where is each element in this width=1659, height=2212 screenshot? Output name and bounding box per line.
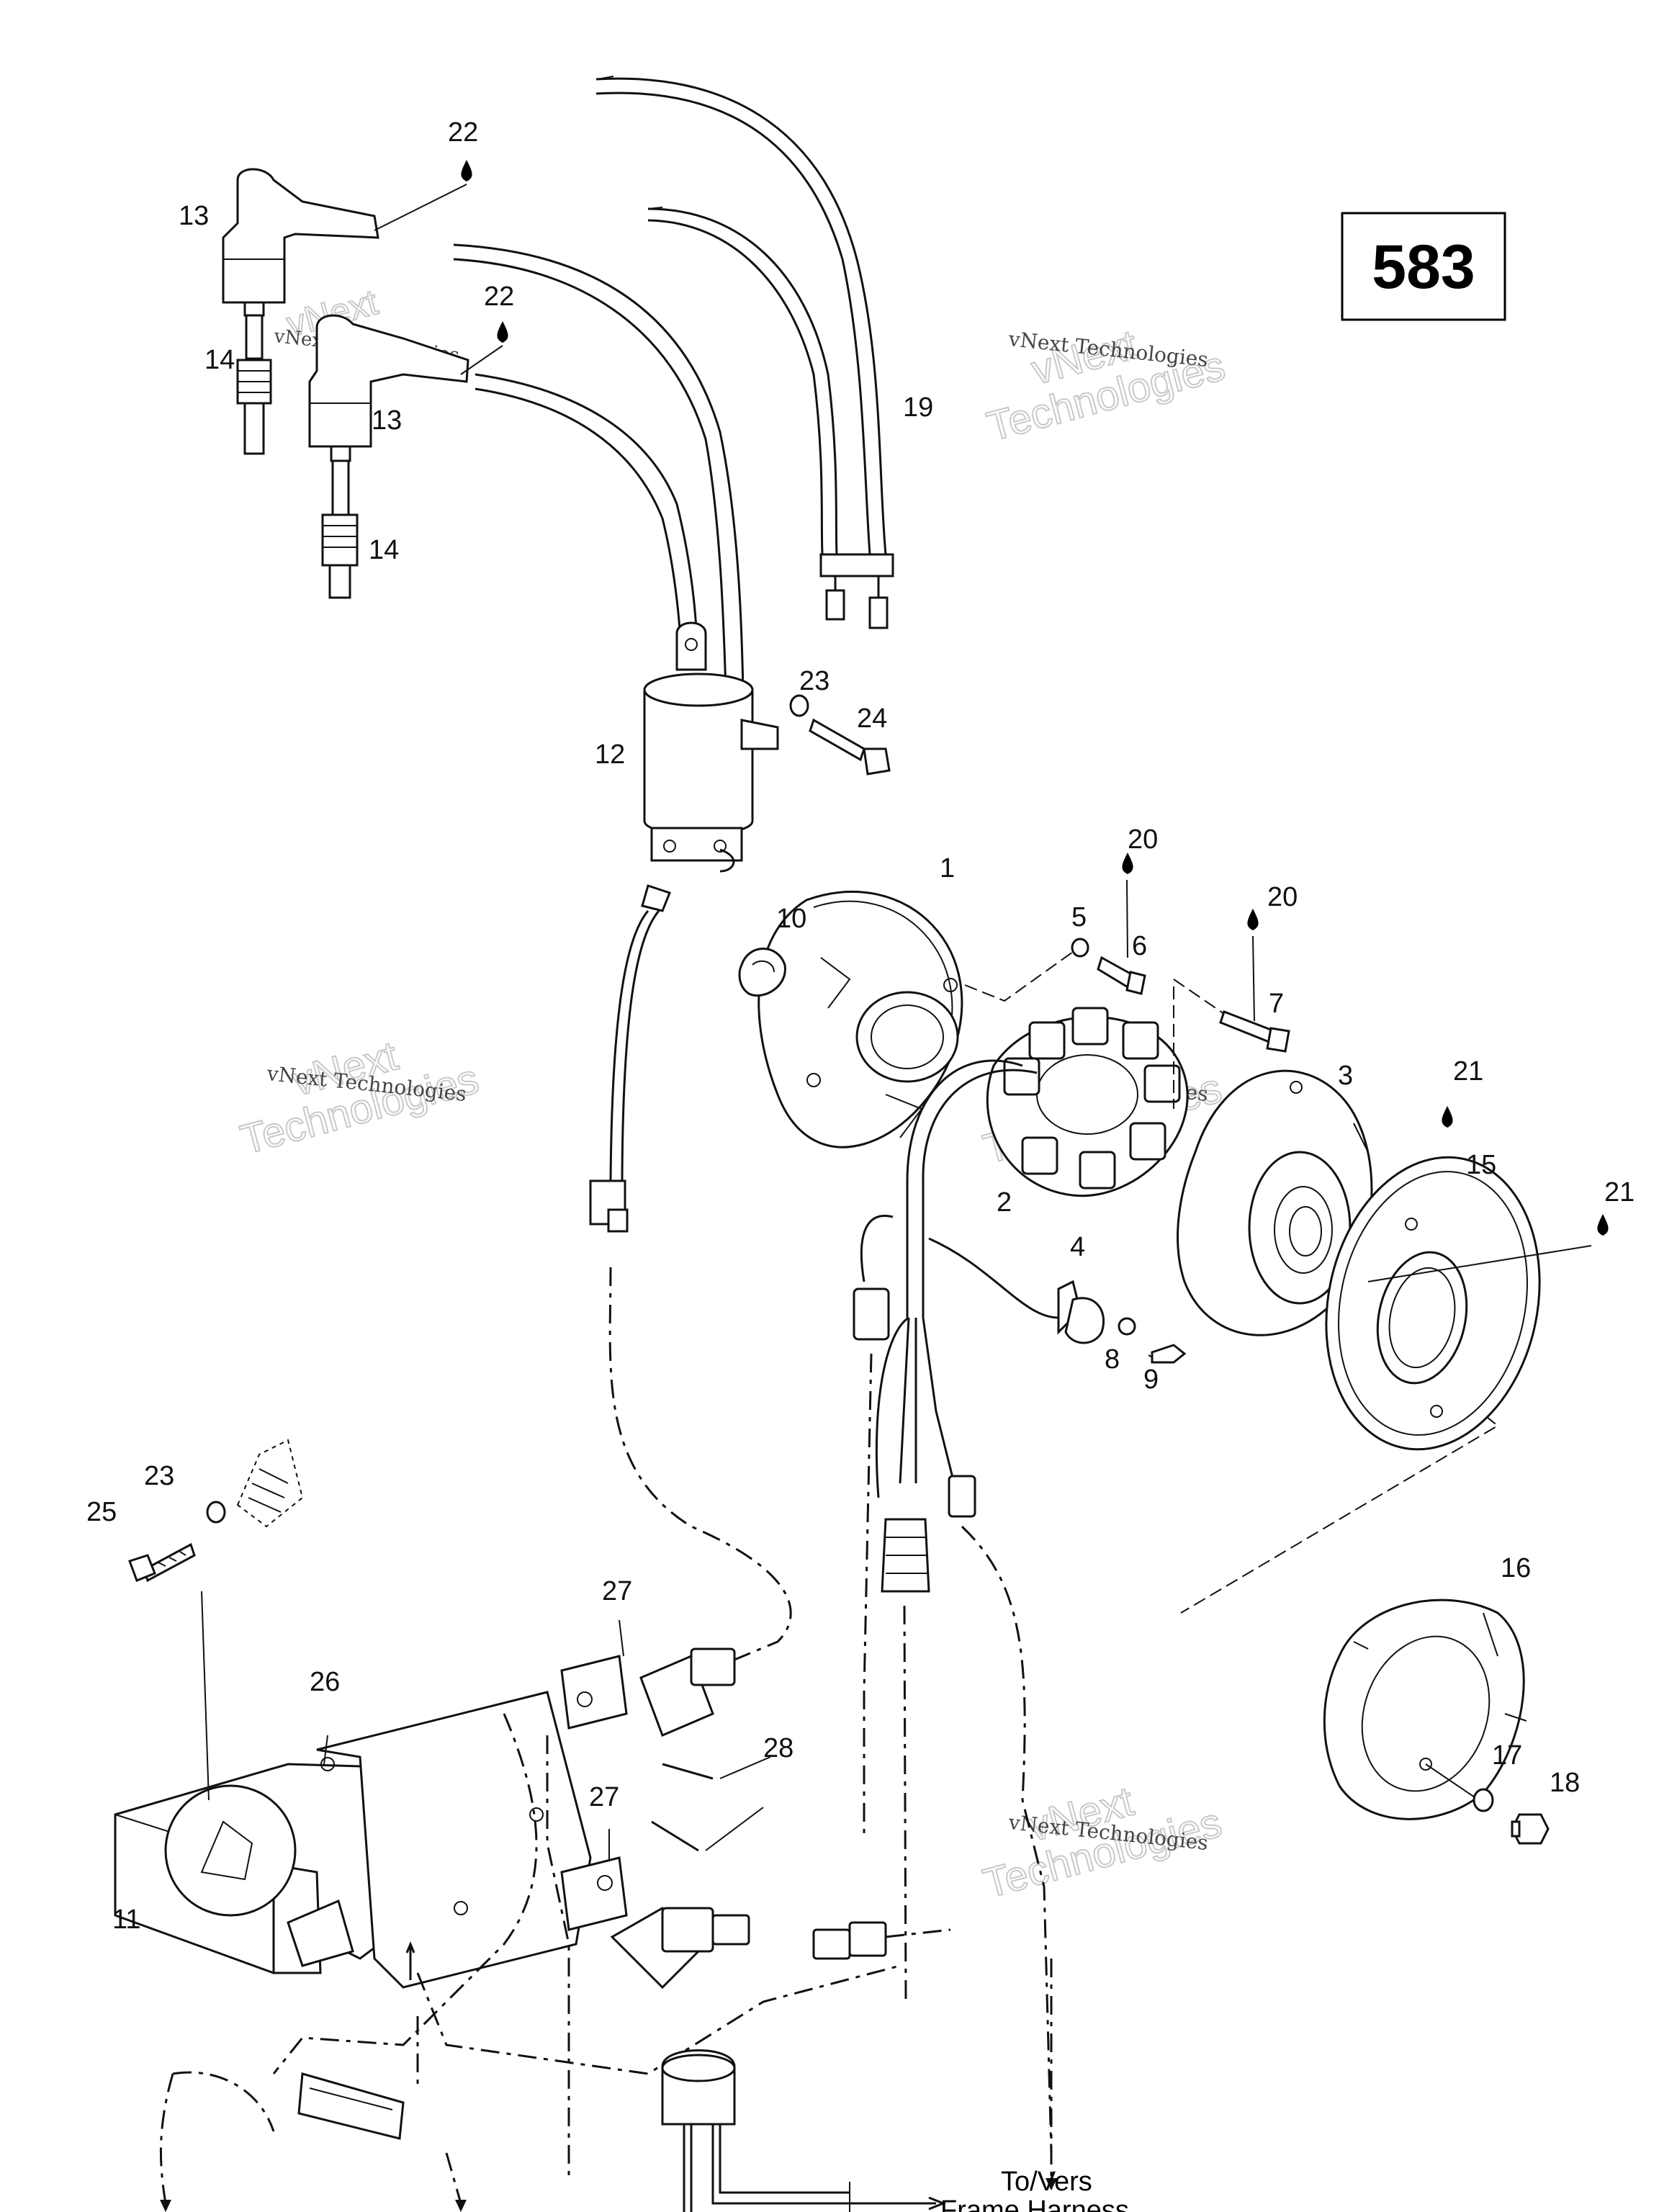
callout-17: 17: [1492, 1740, 1522, 1771]
starter-cup: [1323, 1599, 1527, 1820]
connector-holder-upper: [560, 1619, 628, 1730]
callout-19: 19: [903, 392, 933, 423]
main-harness-connector: [661, 2049, 947, 2212]
connector-lower: [610, 1907, 750, 1990]
callout-27-a: 27: [602, 1576, 632, 1606]
callout-18: 18: [1550, 1768, 1580, 1798]
callout-5: 5: [1071, 902, 1087, 932]
callout-1: 1: [940, 853, 955, 884]
spark-plug-lower: [321, 459, 359, 599]
harness-routing-dashed: [159, 1713, 1053, 2204]
arrow-down-icon: [160, 2178, 1057, 2212]
callout-13-upper: 13: [179, 201, 209, 231]
connector-upper: [639, 1647, 736, 1737]
callout-24: 24: [857, 703, 887, 734]
callout-27-b: 27: [589, 1782, 619, 1812]
callout-12: 12: [595, 739, 625, 770]
callout-6: 6: [1132, 931, 1147, 961]
spark-plug-cap-upper: [222, 168, 379, 317]
callout-21-a: 21: [1453, 1056, 1483, 1087]
callout-2: 2: [997, 1187, 1012, 1218]
spark-plug-cap-lower: [308, 314, 469, 462]
washer-8: [1118, 1317, 1136, 1336]
callout-labels: 1 2 3 4 5 6 7 8 9 10 11 12 13 13 14 14 1…: [86, 117, 1635, 1935]
callout-23-b: 23: [144, 1461, 174, 1491]
callout-3: 3: [1338, 1061, 1353, 1091]
engine-label-box: 583: [1341, 212, 1506, 321]
trigger-coil: [1057, 1280, 1105, 1344]
callout-20-b: 20: [1267, 882, 1298, 912]
mounting-bracket: [236, 1439, 304, 1528]
connector-mid: [812, 1921, 951, 1960]
coil-washer: [789, 694, 809, 717]
destination-line-1: To/Vers: [1001, 2167, 1092, 2197]
washer-23-left: [206, 1501, 226, 1524]
callout-13-lower: 13: [372, 405, 402, 436]
spark-plug-upper: [236, 314, 272, 455]
coil-bolt: [809, 718, 891, 775]
callout-15: 15: [1466, 1150, 1496, 1180]
grommet: [738, 948, 786, 997]
washer-17: [1425, 1763, 1494, 1812]
callout-28: 28: [763, 1733, 793, 1763]
callout-26: 26: [310, 1667, 340, 1697]
coil-lead-wire: [589, 910, 792, 1679]
terminal-pins-28: [651, 1756, 771, 1852]
ignition-coil: [641, 621, 779, 912]
callout-7: 7: [1269, 989, 1284, 1019]
destination-line-2: Frame Harness: [940, 2195, 1129, 2212]
callout-22-b: 22: [484, 282, 514, 312]
screw-6: [1097, 879, 1146, 995]
callout-20-a: 20: [1128, 824, 1158, 855]
stator: [986, 1007, 1189, 1197]
callout-21-b: 21: [1604, 1177, 1635, 1208]
callout-23-a: 23: [799, 666, 830, 696]
callout-16: 16: [1501, 1553, 1531, 1583]
callout-11: 11: [112, 1905, 140, 1935]
callout-14-lower: 14: [369, 535, 399, 565]
flywheel: [1177, 1069, 1373, 1336]
stator-plate: [757, 891, 963, 1148]
screw-7: [1219, 935, 1290, 1053]
relay-module: [297, 2072, 405, 2140]
callout-14-upper: 14: [204, 345, 235, 375]
callout-8: 8: [1105, 1344, 1120, 1375]
bolt-18: [1511, 1813, 1550, 1845]
grease-drop-icon: [374, 160, 1609, 1236]
callout-10: 10: [776, 904, 806, 934]
callout-9: 9: [1143, 1364, 1159, 1395]
connector-holder-lower: [560, 1829, 628, 1931]
high-tension-wires: [453, 76, 894, 692]
mounting-plate: [316, 1691, 592, 1989]
ring-gear: [1325, 1156, 1592, 1451]
callout-4: 4: [1070, 1232, 1085, 1262]
engine-label: 583: [1372, 233, 1475, 302]
bolt-25: [128, 1542, 196, 1583]
washer-5: [1071, 938, 1089, 958]
stator-harness: [853, 1059, 1059, 2154]
callout-25: 25: [86, 1497, 117, 1527]
callout-22-a: 22: [448, 117, 478, 148]
screw-9: [1148, 1344, 1187, 1364]
